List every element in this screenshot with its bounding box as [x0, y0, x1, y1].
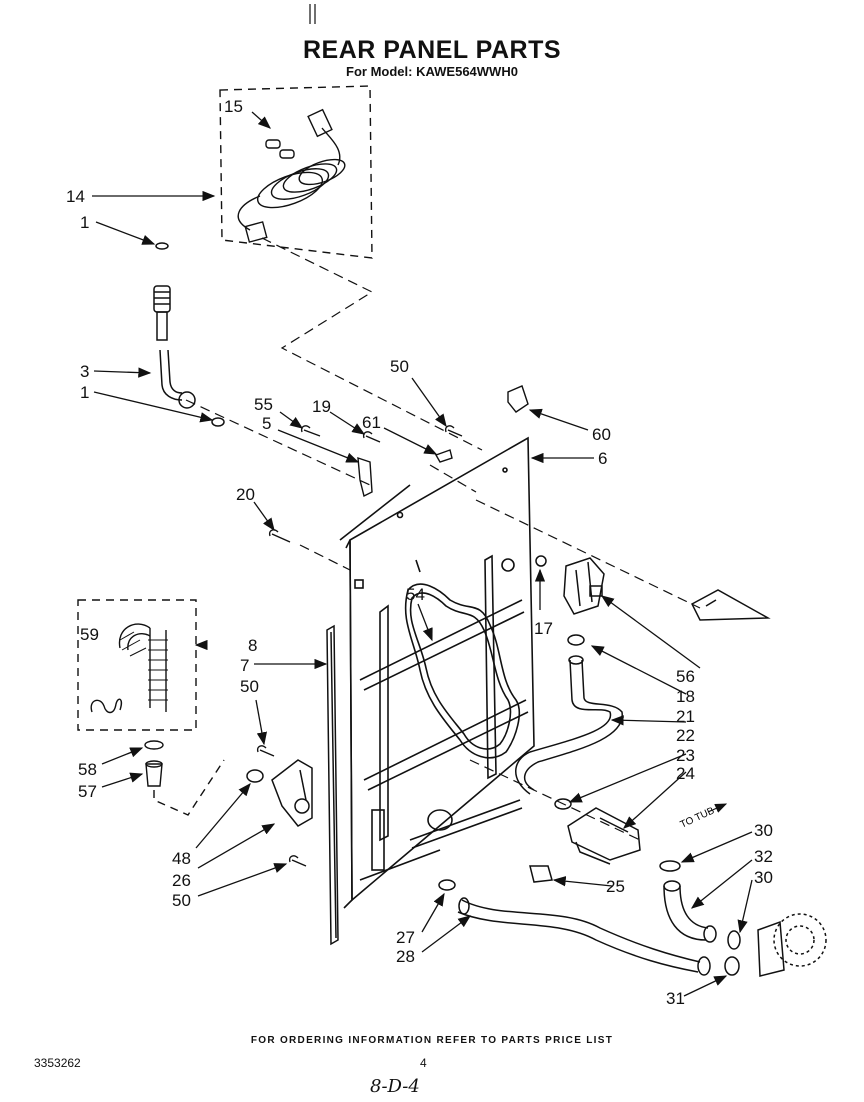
callout-31: 31	[666, 989, 685, 1008]
callout-48: 48	[172, 849, 191, 868]
callout-21: 21	[676, 707, 695, 726]
callout-23: 23	[676, 746, 695, 765]
callout-24: 24	[676, 764, 695, 783]
callout-18: 18	[676, 687, 695, 706]
fill-tube	[438, 879, 711, 976]
document-number: 3353262	[34, 1056, 81, 1070]
callout-59: 59	[80, 625, 99, 644]
callout-8: 8	[248, 636, 257, 655]
bracket-assembly	[246, 759, 313, 827]
side-strip	[326, 624, 339, 946]
callout-3: 3	[80, 362, 89, 381]
callout-30: 30	[754, 821, 773, 840]
callout-7: 7	[240, 656, 249, 675]
rear-panel	[339, 436, 535, 909]
callout-30: 30	[754, 868, 773, 887]
callout-19: 19	[312, 397, 331, 416]
callout-25: 25	[606, 877, 625, 896]
callout-58: 58	[78, 760, 97, 779]
power-cord-box	[219, 85, 373, 259]
to-tub-label: TO TUB	[679, 805, 717, 830]
drain-hose-box	[77, 599, 197, 731]
callout-labels: 15 14 1 3 1 55 5 19 61 50 60 6 20 54 17 …	[66, 97, 773, 1008]
callout-27: 27	[396, 928, 415, 947]
callout-14: 14	[66, 187, 85, 206]
tub-connection	[659, 860, 827, 977]
page-number: 4	[420, 1056, 427, 1070]
page-title: REAR PANEL PARTS	[302, 36, 562, 64]
callout-26: 26	[172, 871, 191, 890]
pressure-switch	[554, 798, 641, 865]
callout-55: 55	[254, 395, 273, 414]
callout-17: 17	[534, 619, 553, 638]
callout-5: 5	[262, 414, 271, 433]
callout-1: 1	[80, 383, 89, 402]
callout-32: 32	[754, 847, 773, 866]
callout-60: 60	[592, 425, 611, 444]
ordering-info-note: FOR ORDERING INFORMATION REFER TO PARTS …	[250, 1035, 614, 1046]
callout-15: 15	[224, 97, 243, 116]
callout-20: 20	[236, 485, 255, 504]
model-subtitle: For Model: KAWE564WWH0	[346, 64, 518, 79]
callout-28: 28	[396, 947, 415, 966]
handwritten-note: 8-D-4	[370, 1076, 420, 1097]
callout-50: 50	[172, 891, 191, 910]
callout-54: 54	[406, 585, 425, 604]
callout-50: 50	[240, 677, 259, 696]
callout-56: 56	[676, 667, 695, 686]
callout-61: 61	[362, 413, 381, 432]
callout-50: 50	[390, 357, 409, 376]
callout-1: 1	[80, 213, 89, 232]
callout-22: 22	[676, 726, 695, 745]
water-valve-assembly	[515, 555, 771, 795]
inlet-hose-assembly	[153, 242, 225, 427]
callout-6: 6	[598, 449, 607, 468]
callout-57: 57	[78, 782, 97, 801]
